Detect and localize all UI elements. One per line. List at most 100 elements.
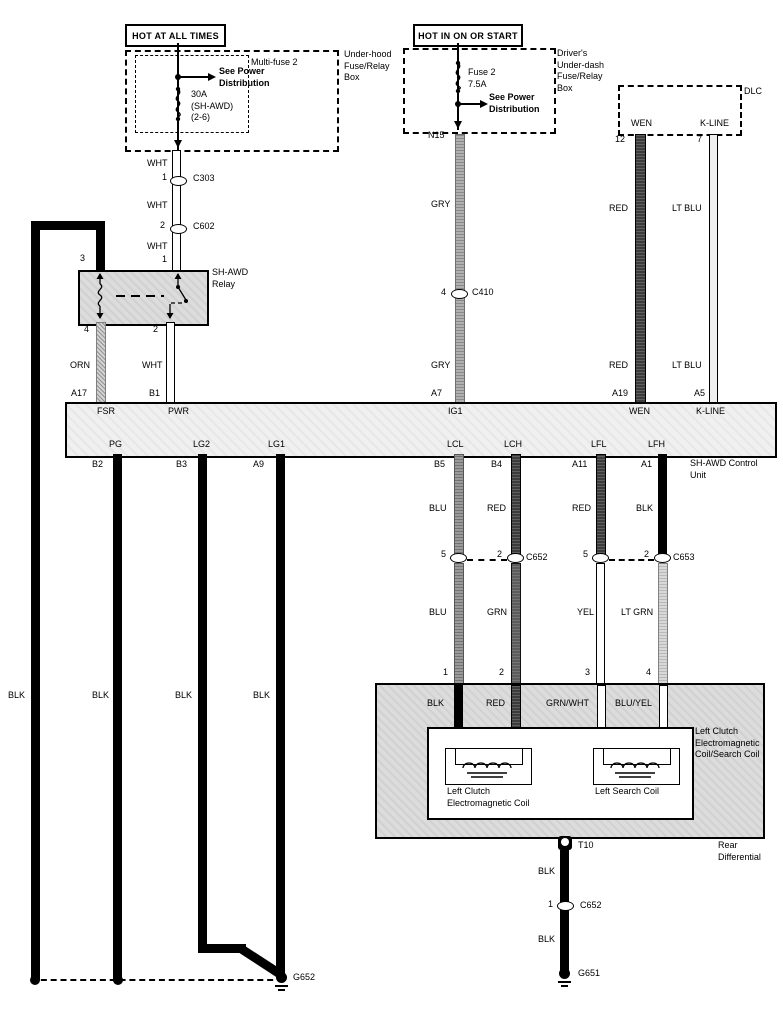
blk-wire [31, 221, 105, 230]
wire-color-label: LT BLU [672, 203, 702, 213]
blk-ground-wire [560, 850, 569, 972]
wire-color-label: BLU [429, 607, 447, 617]
pin-code: A1 [641, 459, 653, 469]
ground-bus-dashed-line [31, 979, 283, 981]
ground-junction-dot [30, 975, 40, 985]
pin-number: 5 [583, 549, 589, 559]
left-search-coil-box [593, 748, 680, 785]
underdash-see-power-label: See Power Distribution [489, 92, 540, 114]
wire-color-label: BLK [538, 934, 556, 944]
pin-number: 4 [646, 667, 652, 677]
g651-ground-dot [559, 968, 570, 979]
right-arrow-icon [208, 73, 216, 81]
wire-color-label: WHT [147, 200, 168, 210]
cu-pin-kline: K-LINE [696, 406, 726, 416]
see-power-arrow-line [178, 76, 208, 78]
ground-label-g651: G651 [578, 968, 601, 978]
wire-color-label: GRN/WHT [546, 698, 589, 708]
t10-connector-pin [561, 838, 569, 846]
see-power-arrow-line [458, 103, 480, 105]
c652-dashed-link [467, 559, 507, 561]
pin-number: 1 [443, 667, 449, 677]
wire-color-label: BLU [429, 503, 447, 513]
multifuse-label: Multi-fuse 2 [251, 57, 298, 67]
pin-code: A9 [253, 459, 265, 469]
wht-wire [172, 150, 181, 272]
pin-number: 2 [644, 549, 650, 559]
cu-pin-lg1: LG1 [268, 439, 286, 449]
pin-number: 4 [441, 287, 447, 297]
wire-color-label: ORN [70, 360, 90, 370]
wire-color-label: WHT [142, 360, 163, 370]
wire-color-label: BLK [8, 690, 26, 700]
wire-color-label: LT BLU [672, 360, 702, 370]
wire-color-label: RED [572, 503, 592, 513]
pin-code: A19 [612, 388, 629, 398]
cu-pin-lcl: LCL [447, 439, 464, 449]
hot-in-on-or-start-box: HOT IN ON OR START [413, 24, 523, 47]
t10-label: T10 [578, 840, 594, 850]
blu-wire [454, 563, 464, 685]
connector-break-c653 [654, 553, 671, 563]
wire-color-label: BLK [636, 503, 654, 513]
coil-assembly-label: Left Clutch Electromagnetic Coil/Search … [695, 726, 760, 760]
connector-label: C303 [193, 173, 215, 183]
wire-color-label: GRY [431, 199, 451, 209]
pin-number: 1 [162, 254, 168, 264]
wire-color-label: LT GRN [621, 607, 654, 617]
left-clutch-coil-label: Left Clutch Electromagnetic Coil [447, 786, 530, 808]
connector-break-c303 [170, 176, 187, 186]
connector-label: C602 [193, 221, 215, 231]
pin-code: A7 [431, 388, 443, 398]
coil-symbol [462, 762, 512, 778]
pin-number: 2 [497, 549, 503, 559]
hot-at-all-times-box: HOT AT ALL TIMES [125, 24, 226, 47]
coil-symbol [610, 762, 660, 778]
connector-break-c410 [451, 289, 468, 299]
connector-break-c652 [557, 901, 574, 911]
pin-code: B3 [176, 459, 188, 469]
wire-color-label: RED [609, 203, 629, 213]
yel-wire [596, 563, 605, 685]
pin-number: 1 [162, 172, 168, 182]
ltgrn-wire [658, 563, 668, 685]
wire-color-label: RED [486, 698, 506, 708]
pin-number: 3 [585, 667, 591, 677]
underdash-box-label: Driver's Under-dash Fuse/Relay Box [557, 48, 605, 94]
wire-color-label: BLK [538, 866, 556, 876]
blk-wire-bend [198, 944, 246, 953]
cu-pin-lch: LCH [504, 439, 523, 449]
pin-code: A11 [572, 459, 588, 469]
red-wire [511, 454, 521, 557]
right-arrow-icon [480, 100, 488, 108]
wht-wire [166, 322, 175, 404]
red-wire [635, 134, 646, 404]
wire-color-label: GRN [487, 607, 507, 617]
pin-code: B4 [491, 459, 503, 469]
red-wire [596, 454, 606, 557]
dlc-pin12: 12 [615, 134, 626, 144]
connector-label: C652 [580, 900, 602, 910]
underhood-fuse-label: 30A (SH-AWD) (2-6) [191, 89, 234, 123]
fuse-symbol [455, 60, 461, 94]
n15-pin-label: N15 [428, 130, 445, 140]
cu-pin-pwr: PWR [168, 406, 189, 416]
pin-number: 2 [499, 667, 505, 677]
wire-color-label: YEL [577, 607, 595, 617]
relay-label: SH-AWD Relay [212, 267, 249, 289]
wire-color-label: RED [487, 503, 507, 513]
wire-color-label: RED [609, 360, 629, 370]
coil-shelf [602, 749, 671, 765]
dlc-label: DLC [744, 86, 763, 96]
rear-differential-label: Rear Differential [718, 840, 761, 862]
wire-color-label: BLK [175, 690, 193, 700]
cu-pin-lg2: LG2 [193, 439, 211, 449]
left-clutch-coil-box [445, 748, 532, 785]
orn-wire [96, 322, 106, 404]
connector-label: C652 [526, 552, 548, 562]
ground-label-g652: G652 [293, 972, 316, 982]
wire-color-label: BLU/YEL [615, 698, 653, 708]
pin-number: 1 [548, 899, 554, 909]
wire-color-label: BLK [427, 698, 445, 708]
